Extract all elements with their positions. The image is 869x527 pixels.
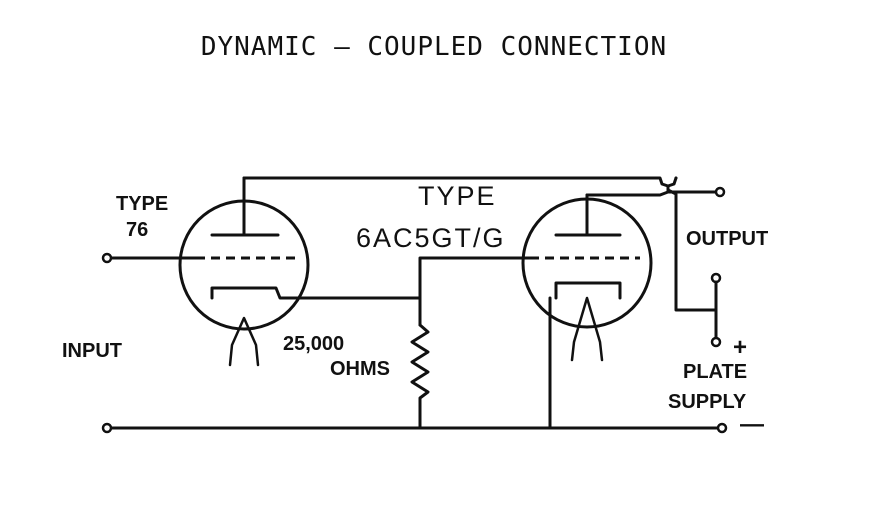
tube-76-cathode — [210, 286, 422, 300]
resistor-value-label: 25,000 — [283, 333, 344, 355]
tube-76-heater — [228, 316, 260, 367]
tube-6ac5-heater — [570, 296, 604, 362]
plate-supply-plus-terminal — [710, 336, 722, 348]
input-label: INPUT — [62, 340, 122, 362]
tube-76 — [178, 176, 422, 367]
supply-label: SUPPLY — [668, 391, 747, 413]
output-label: OUTPUT — [686, 228, 768, 250]
plus-sign: + — [733, 334, 747, 361]
output-terminal-top — [714, 186, 726, 198]
minus-sign: — — [740, 411, 764, 438]
tube-6ac5gt-g — [521, 193, 653, 362]
tube1-number-label: 76 — [126, 219, 148, 241]
resistor-unit-label: OHMS — [330, 358, 390, 380]
diagram-title: DYNAMIC — COUPLED CONNECTION — [201, 32, 667, 62]
plate-supply-minus-terminal — [716, 422, 728, 434]
tube1-type-label: TYPE — [116, 193, 168, 215]
tube2-type-label: TYPE — [418, 181, 497, 211]
plate-label: PLATE — [683, 361, 747, 383]
resistor-25000-ohms — [410, 323, 430, 430]
output-top-wire — [585, 190, 722, 197]
input-terminal-bottom — [101, 422, 113, 434]
input-terminal-top — [101, 252, 113, 264]
plate-bus-wire — [242, 176, 678, 188]
plate-to-supply-wire — [666, 188, 718, 312]
tube-6ac5-cathode — [554, 281, 622, 300]
tube2-number-label: 6AC5GT/G — [356, 223, 506, 253]
coupling-wire — [418, 256, 532, 327]
